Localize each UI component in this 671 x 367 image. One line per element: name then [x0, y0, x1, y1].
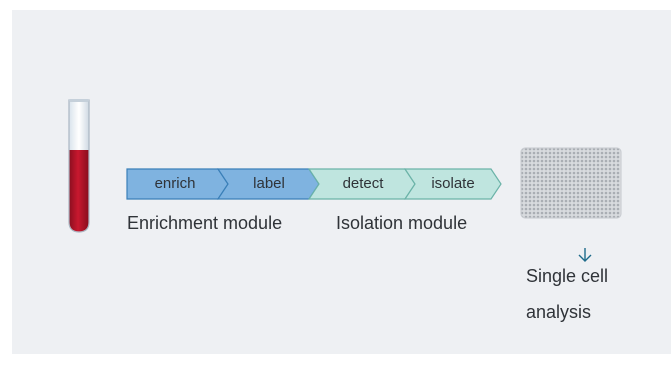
- blood-tube-icon: [68, 99, 90, 233]
- microwell-chip-icon: [520, 147, 622, 219]
- down-arrow-icon: [578, 247, 592, 266]
- step-detect-label: detect: [342, 175, 384, 192]
- diagram-panel: enrich label detect isolate Enrichment m…: [12, 10, 671, 354]
- isolation-module-label: Isolation module: [336, 213, 468, 233]
- single-cell-label: Single cell: [526, 266, 609, 286]
- step-isolate-label: isolate: [431, 175, 475, 192]
- step-label-label: label: [253, 175, 285, 192]
- step-isolate-shape: [403, 168, 502, 200]
- enrichment-module-label: Enrichment module: [127, 213, 283, 233]
- step-enrich-label: enrich: [154, 175, 196, 192]
- process-flow: [126, 168, 502, 200]
- analysis-label: analysis: [526, 302, 592, 322]
